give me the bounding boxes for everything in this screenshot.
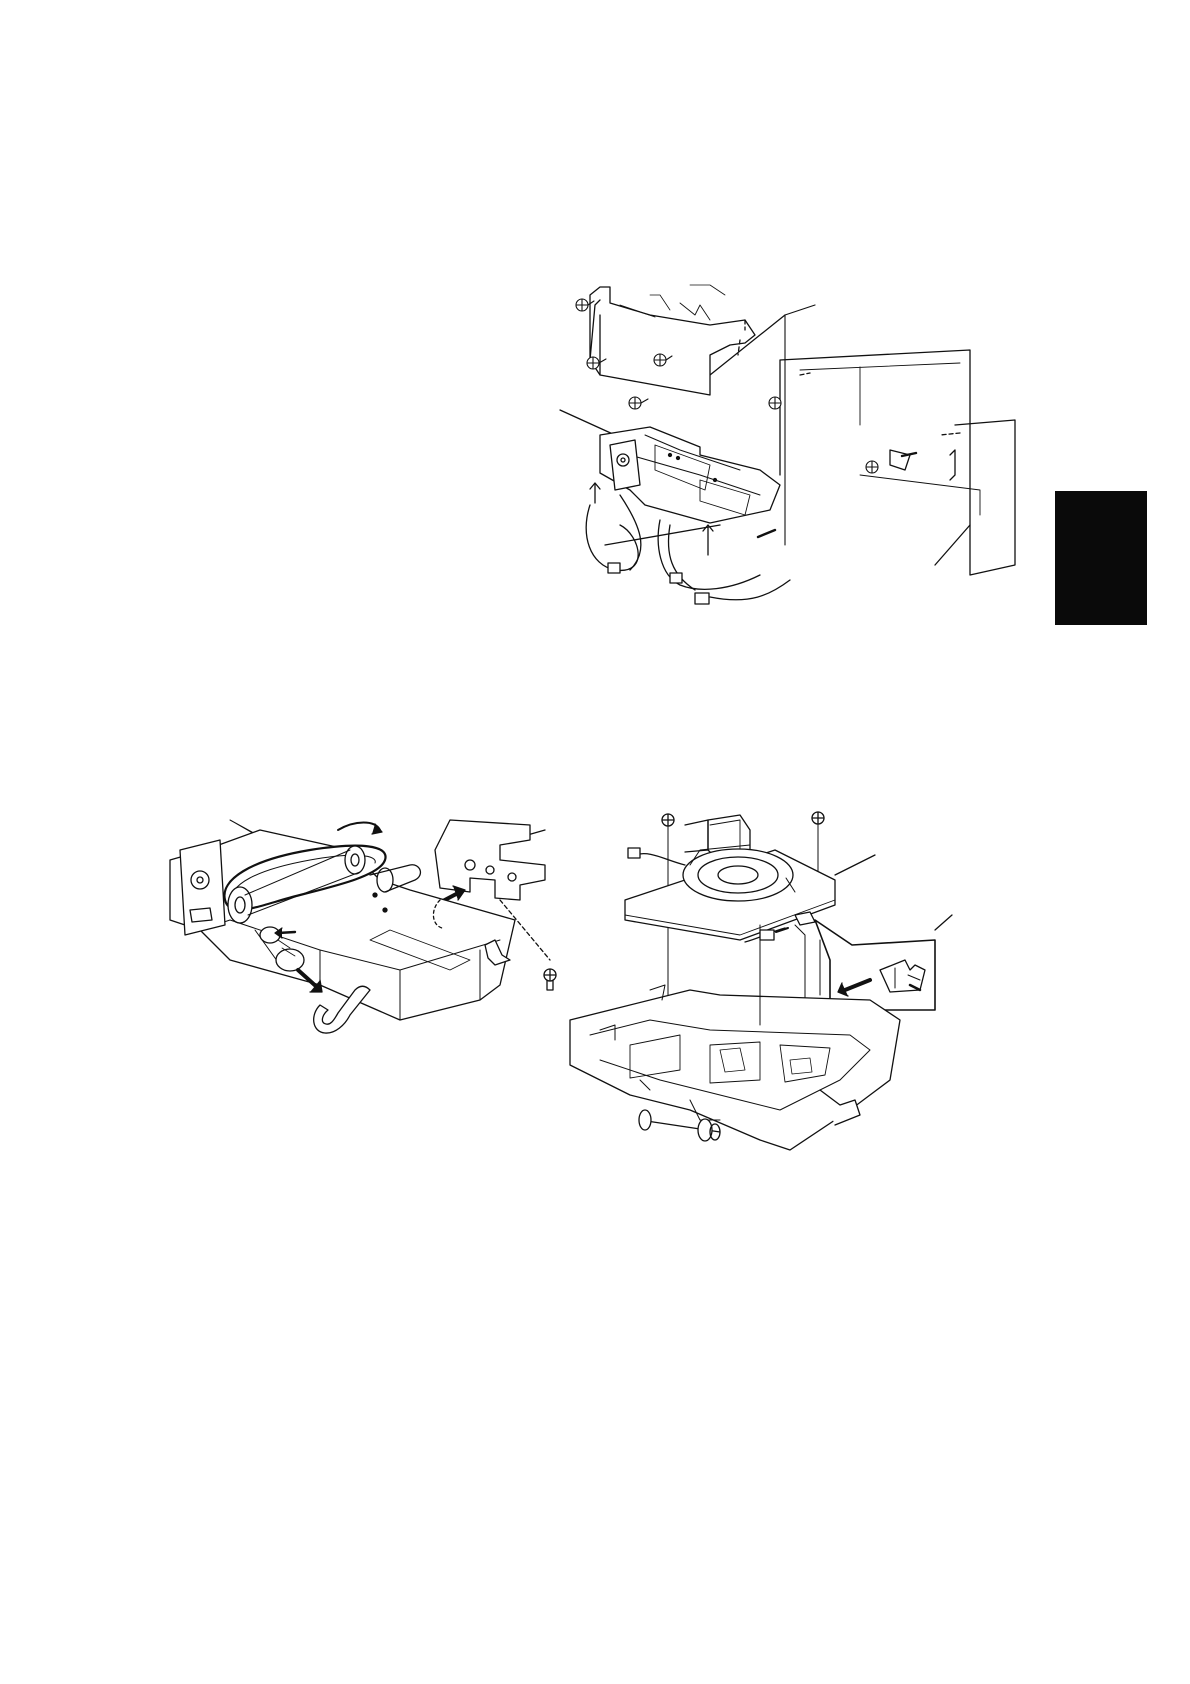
section-index-tab — [1055, 491, 1147, 625]
fan-motor-board-removal-illustration — [590, 820, 1030, 1260]
printer-unit-removal-illustration — [560, 275, 1020, 645]
roller-belt-removal-illustration — [170, 820, 590, 1120]
